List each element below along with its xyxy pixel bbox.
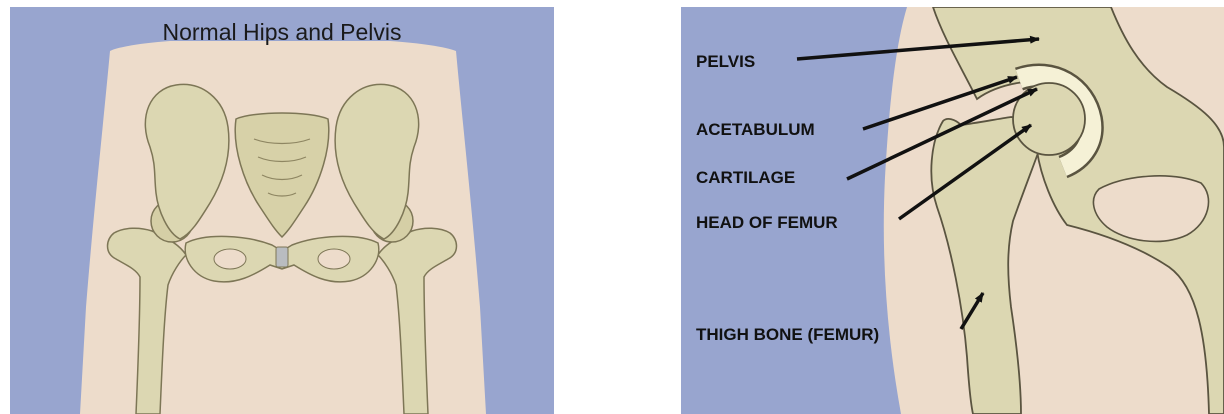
panel-title: Normal Hips and Pelvis [162,19,401,45]
normal-hips-illustration: Normal Hips and Pelvis [10,7,554,414]
pelvis-front-view: Normal Hips and Pelvis [10,7,554,414]
label-thigh-bone: THIGH BONE (FEMUR) [696,325,879,344]
hip-joint-labeled-illustration: PELVIS ACETABULUM CARTILAGE HEAD OF FEMU… [681,7,1224,414]
label-head-of-femur: HEAD OF FEMUR [696,213,838,232]
label-acetabulum: ACETABULUM [696,120,815,139]
label-cartilage: CARTILAGE [696,168,795,187]
hip-joint-closeup: PELVIS ACETABULUM CARTILAGE HEAD OF FEMU… [681,7,1224,414]
label-pelvis: PELVIS [696,52,755,71]
left-obturator-foramen [214,249,246,269]
pubic-symphysis [276,247,288,267]
right-obturator-foramen [318,249,350,269]
